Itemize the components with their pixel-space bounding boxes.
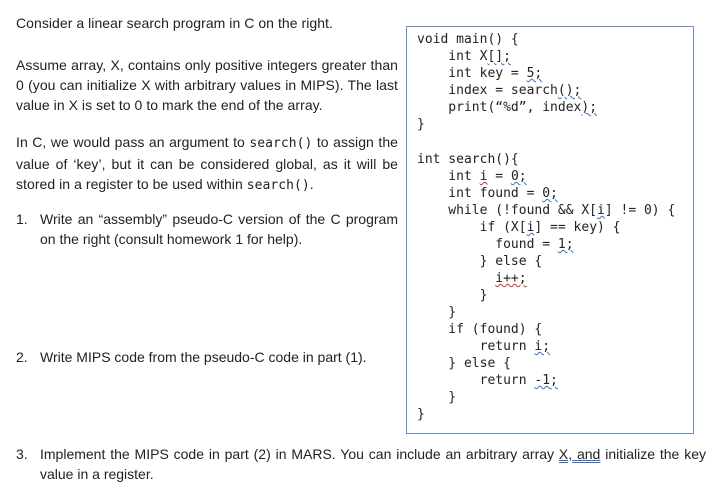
code-text-underlined: 0; — [510, 169, 527, 184]
item-3-text-b: initialize the key value in a register. — [40, 446, 706, 482]
code-line: int i = 0; — [417, 168, 527, 185]
code-text: index = search — [417, 83, 558, 98]
item-2: 2. Write MIPS code from the pseudo-C cod… — [16, 347, 398, 367]
code-text: while (!found && X[ — [417, 203, 598, 218]
code-text-underlined: -1; — [534, 373, 558, 388]
code-line: } else { — [417, 356, 511, 371]
code-line: void main() { — [417, 32, 519, 47]
code-text — [417, 271, 495, 286]
code-text: found = — [417, 237, 558, 252]
item-1: 1. Write an “assembly” pseudo-C version … — [16, 209, 398, 249]
code-line: if (X[i] == key) { — [417, 219, 621, 236]
code-text-underlined: 0; — [542, 186, 558, 201]
assume-paragraph: Assume array, X, contains only positive … — [16, 57, 398, 113]
code-line: int X[]; — [417, 48, 511, 65]
item-2-text: Write MIPS code from the pseudo-C code i… — [40, 349, 367, 365]
code-line: index = search(); — [417, 82, 581, 99]
code-text-underlined: i — [526, 220, 535, 235]
code-line: print(“%d”, index); — [417, 99, 597, 116]
code-text-underlined: []; — [487, 49, 511, 64]
code-text-underlined: (); — [557, 83, 582, 98]
code-text: int found = — [417, 186, 543, 201]
pass-text-2: to assign the value of ‘key’, but it can… — [16, 134, 398, 192]
code-line: return -1; — [417, 372, 558, 389]
code-text: ] != 0) { — [604, 203, 676, 218]
pass-text-3: . — [309, 176, 314, 192]
code-line: found = 1; — [417, 236, 574, 253]
code-line: } else { — [417, 254, 543, 269]
item-2-number: 2. — [16, 349, 28, 365]
code-line: return i; — [417, 338, 550, 355]
item-3-text: Implement the MIPS code in part (2) in M… — [40, 444, 706, 484]
code-text: = — [487, 169, 511, 184]
code-line: i++; — [417, 270, 527, 287]
code-text-underlined: 1; — [557, 237, 574, 252]
item-1-text: Write an “assembly” pseudo-C version of … — [40, 211, 398, 247]
code-text: int X — [417, 49, 488, 64]
code-text: print(“%d”, index — [417, 100, 582, 115]
code-line: } — [417, 117, 425, 132]
code-line: while (!found && X[i] != 0) { — [417, 202, 675, 219]
code-text: if (X[ — [417, 220, 527, 235]
item-3: 3. Implement the MIPS code in part (2) i… — [16, 444, 706, 484]
code-text-underlined: 5; — [526, 66, 543, 81]
code-text-underlined: i — [479, 169, 488, 184]
code-text: return — [417, 373, 535, 388]
code-line: } — [417, 305, 457, 320]
code-line: } — [417, 407, 425, 422]
pass-argument-paragraph: In C, we would pass an argument to searc… — [16, 132, 398, 196]
search-call-code-2: search() — [246, 178, 310, 193]
code-line: int search(){ — [417, 152, 519, 167]
item-3-text-underlined: X, and — [558, 446, 601, 462]
item-3-text-a: Implement the MIPS code in part (2) in M… — [40, 446, 559, 462]
pass-text-1: In C, we would pass an argument to — [16, 134, 250, 150]
item-3-number: 3. — [16, 446, 28, 462]
code-line: } — [417, 288, 488, 303]
code-text-underlined: ); — [581, 100, 598, 115]
code-text-underlined: i; — [534, 339, 551, 354]
code-text: ] == key) { — [534, 220, 621, 235]
search-call-code-1: search() — [249, 136, 313, 151]
code-text-underlined: i — [597, 203, 605, 218]
code-line: int key = 5; — [417, 65, 542, 82]
code-listing: void main() { int X[]; int key = 5; inde… — [406, 26, 694, 434]
code-text: int key = — [417, 66, 527, 81]
item-1-number: 1. — [16, 211, 28, 227]
code-text: int — [417, 169, 480, 184]
code-text: return — [417, 339, 535, 354]
code-line: } — [417, 390, 457, 405]
code-text-underlined: i++; — [495, 271, 527, 286]
code-line: int found = 0; — [417, 185, 558, 202]
intro-line: Consider a linear search program in C on… — [16, 15, 333, 31]
code-line: if (found) { — [417, 322, 543, 337]
